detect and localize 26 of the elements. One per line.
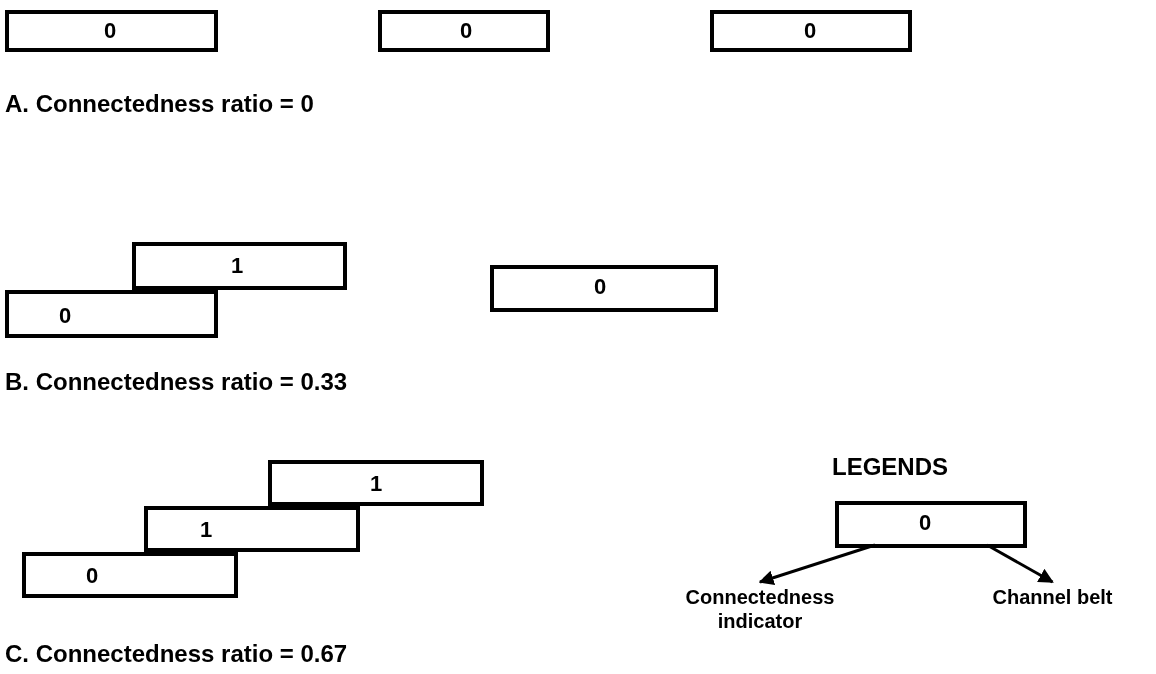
connectedness-value: 0 xyxy=(919,511,932,535)
channel-belt-box xyxy=(132,242,347,290)
legend-label: Connectedness indicator xyxy=(660,585,860,637)
panel-caption: C. Connectedness ratio = 0.67 xyxy=(5,640,348,668)
connectedness-value: 1 xyxy=(231,254,244,278)
connectedness-value: 0 xyxy=(804,19,817,43)
legend-heading: LEGENDS xyxy=(832,453,948,481)
channel-belt-box xyxy=(5,10,218,52)
connectedness-value: 1 xyxy=(200,518,213,542)
channel-belt-box xyxy=(268,460,484,506)
channel-belt-box xyxy=(378,10,550,52)
panel-caption: A. Connectedness ratio = 0 xyxy=(5,90,314,118)
panel-caption: B. Connectedness ratio = 0.33 xyxy=(5,368,348,396)
legend-label: Channel belt xyxy=(960,585,1145,611)
channel-belt-box xyxy=(5,290,218,338)
connectedness-value: 0 xyxy=(86,564,99,588)
connectedness-value: 0 xyxy=(104,19,117,43)
connectedness-value: 0 xyxy=(594,275,607,299)
channel-belt-box xyxy=(835,501,1027,548)
connectedness-value: 0 xyxy=(59,304,72,328)
channel-belt-box xyxy=(22,552,238,598)
channel-belt-box xyxy=(490,265,718,312)
channel-belt-box xyxy=(710,10,912,52)
connectedness-value: 1 xyxy=(370,472,383,496)
channel-belt-box xyxy=(144,506,360,552)
connectedness-value: 0 xyxy=(460,19,473,43)
